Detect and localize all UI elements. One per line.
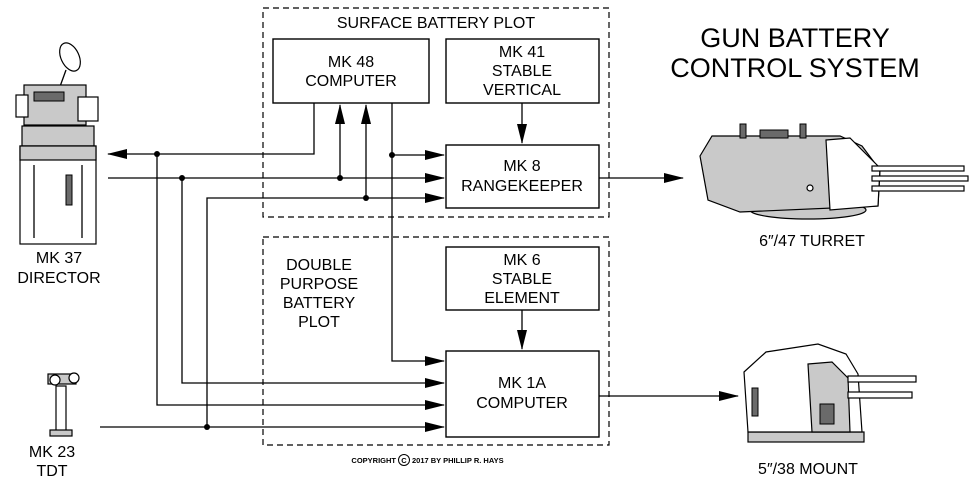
junction-dot [363, 195, 369, 201]
mk8-line-1: MK 8 [503, 158, 540, 175]
title-line-2: CONTROL SYSTEM [670, 53, 920, 83]
mk6-line-1: MK 6 [503, 252, 540, 269]
tdt-label-2: TDT [36, 463, 67, 480]
copyright-suffix: 2017 BY PHILLIP R. HAYS [412, 456, 504, 465]
junction-dot [389, 152, 395, 158]
mk6-stable-element-box: MK 6 STABLE ELEMENT [445, 246, 600, 311]
dp-plot-line-4: PLOT [298, 314, 340, 331]
junction-dot [204, 424, 210, 430]
mount-illustration [743, 343, 917, 443]
mk6-line-2: STABLE [492, 271, 552, 288]
mk41-line-3: VERTICAL [483, 82, 561, 99]
mk1a-line-2: COMPUTER [476, 395, 568, 412]
junction-dot [337, 175, 343, 181]
mk41-line-2: STABLE [492, 63, 552, 80]
mk48-line-2: COMPUTER [305, 73, 397, 90]
director-illustration [15, 42, 99, 245]
mk48-computer-box: MK 48 COMPUTER [272, 38, 430, 104]
mk8-line-2: RANGEKEEPER [461, 178, 583, 195]
line-feedback-to-mk1a [156, 154, 445, 410]
copyright-circle-icon [398, 454, 410, 466]
junction-dot [154, 151, 160, 157]
tdt-label-1: MK 23 [29, 444, 75, 461]
dp-battery-plot-boundary [262, 236, 610, 446]
mk48-line-1: MK 48 [328, 54, 374, 71]
junction-dot [179, 175, 185, 181]
director-label-1: MK 37 [36, 250, 82, 267]
dp-plot-line-1: DOUBLE [286, 257, 352, 274]
title-line-1: GUN BATTERY [700, 23, 890, 53]
mk41-stable-vertical-box: MK 41 STABLE VERTICAL [445, 38, 600, 104]
signal-lines [100, 103, 739, 432]
mk8-rangekeeper-box: MK 8 RANGEKEEPER [445, 144, 600, 209]
mk1a-computer-box: MK 1A COMPUTER [445, 350, 600, 438]
copyright-prefix: COPYRIGHT [351, 456, 396, 465]
director-label-2: DIRECTOR [17, 270, 100, 287]
line-director-to-mk1a [181, 178, 445, 388]
mk6-line-3: ELEMENT [484, 290, 560, 307]
copyright-notice: COPYRIGHT C 2017 BY PHILLIP R. HAYS [351, 454, 504, 466]
tdt-illustration [47, 372, 80, 437]
surface-battery-plot-label: SURFACE BATTERY PLOT [337, 15, 536, 32]
line-mk48-to-director [107, 103, 315, 159]
surface-battery-plot-boundary [262, 7, 610, 218]
turret-illustration [699, 123, 969, 220]
dp-battery-plot-label: DOUBLE PURPOSE BATTERY PLOT [280, 257, 358, 331]
line-mk48-to-mk1a [391, 103, 445, 366]
copyright-symbol: C [401, 456, 407, 465]
dp-plot-line-2: PURPOSE [280, 276, 358, 293]
mk41-line-1: MK 41 [499, 44, 545, 61]
turret-label: 6″/47 TURRET [759, 233, 865, 250]
mount-label: 5″/38 MOUNT [758, 461, 858, 478]
dp-plot-line-3: BATTERY [283, 295, 356, 312]
line-tdt-to-mk8 [206, 193, 445, 427]
mk1a-line-1: MK 1A [498, 375, 546, 392]
